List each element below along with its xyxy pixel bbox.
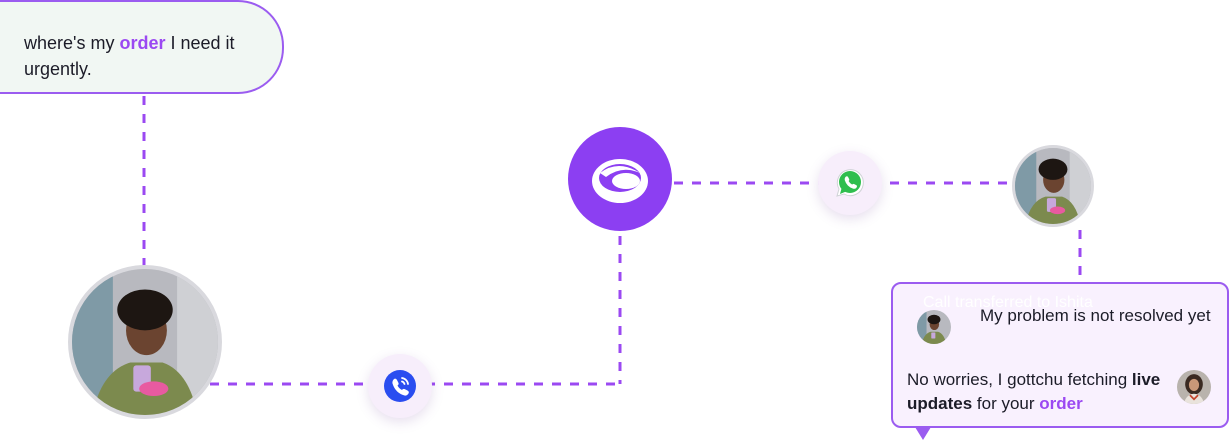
reply-highlight: order xyxy=(1039,394,1083,413)
customer-chat-message: My problem is not resolved yet xyxy=(980,306,1211,325)
message-text-start: where's my xyxy=(24,33,120,53)
reply-text-start: No worries, I gottchu fetching xyxy=(907,370,1132,389)
brand-logo xyxy=(568,127,672,231)
whatsapp-icon xyxy=(836,169,864,197)
customer-photo xyxy=(72,269,218,415)
reply-bold-text: live updates xyxy=(907,370,1161,413)
whatsapp-button[interactable] xyxy=(818,151,882,215)
chat-transcript-card: Call transferred to Ishita My problem is… xyxy=(891,282,1229,440)
phone-call-button[interactable] xyxy=(368,354,432,418)
agent-mini-avatar xyxy=(1177,370,1211,404)
agent-avatar xyxy=(1012,145,1094,227)
customer-avatar xyxy=(68,265,222,419)
customer-photo-small xyxy=(1015,148,1091,224)
message-highlight: order xyxy=(119,33,166,53)
reply-text-middle: for your xyxy=(972,394,1040,413)
chat-card-tail xyxy=(915,427,931,440)
brand-logo-icon xyxy=(592,159,648,203)
agent-chat-reply: No worries, I gottchu fetching live upda… xyxy=(907,368,1171,416)
message-text-end: I need it urgently. xyxy=(24,33,235,79)
phone-call-icon xyxy=(384,370,416,402)
customer-message-bubble: where's my order I need it urgently. xyxy=(0,0,284,94)
customer-mini-avatar xyxy=(917,310,951,344)
transfer-status-text: Call transferred to Ishita xyxy=(923,294,1093,311)
